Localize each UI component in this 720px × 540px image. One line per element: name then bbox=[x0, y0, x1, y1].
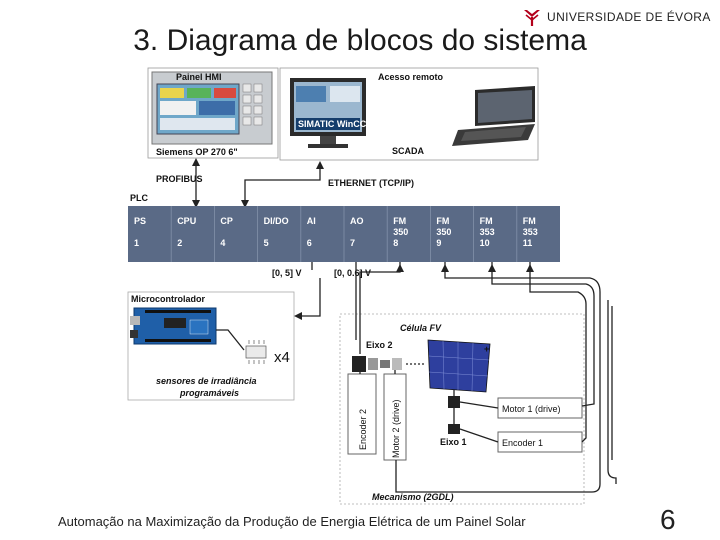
plc-module-slot: 7 bbox=[350, 238, 355, 248]
plc-module-name: CPU bbox=[177, 216, 196, 226]
university-logo: UNIVERSIDADE DE ÉVORA bbox=[522, 6, 711, 28]
plc-module-slot: 9 bbox=[436, 238, 441, 248]
remote-access-block: Acesso remoto SIMATIC WinCC SCADA bbox=[279, 67, 539, 161]
sensor-chip-icon bbox=[245, 340, 267, 364]
profibus-arrow-down-icon bbox=[192, 200, 200, 208]
plc-module-name: AI bbox=[307, 216, 316, 226]
fm-wiring bbox=[355, 262, 617, 493]
plc-module-slot: 6 bbox=[307, 238, 312, 248]
plc-module-slot: 8 bbox=[393, 238, 398, 248]
plc-module-name: DI/DO bbox=[264, 216, 289, 226]
slide-title: 3. Diagrama de blocos do sistema bbox=[133, 24, 587, 57]
hmi-model-label: Siemens OP 270 6" bbox=[156, 147, 238, 157]
microcontroller-block: Microcontrolador x4 sensores de irradiân… bbox=[127, 291, 295, 401]
sensors-label-line-1: sensores de irradiância bbox=[156, 376, 257, 386]
desktop-monitor-icon: SIMATIC WinCC bbox=[290, 78, 367, 148]
encoder2-label: Encoder 2 bbox=[358, 409, 368, 450]
profibus-arrow-up-icon bbox=[192, 158, 200, 166]
ethernet-arrow-up-icon bbox=[316, 161, 324, 169]
eixo2-motor-icon bbox=[352, 356, 366, 372]
plc-module-subname: 350 bbox=[393, 227, 408, 237]
plc-module-name: FM bbox=[436, 216, 449, 226]
sensor-link-line bbox=[216, 329, 245, 351]
page-number: 6 bbox=[660, 504, 676, 535]
university-emblem-icon bbox=[524, 10, 540, 26]
motor1-label: Motor 1 (drive) bbox=[502, 404, 561, 414]
ai-arrow-icon bbox=[294, 312, 302, 320]
solar-panel-icon bbox=[427, 339, 491, 393]
microcontroller-label: Microcontrolador bbox=[131, 294, 206, 304]
plc-module-name: FM bbox=[393, 216, 406, 226]
eixo1-motor-icon bbox=[448, 396, 460, 408]
sensors-label-line-2: programáveis bbox=[179, 388, 239, 398]
ethernet-line bbox=[244, 163, 321, 206]
ethernet-label: ETHERNET (TCP/IP) bbox=[328, 178, 414, 188]
university-logo-text: UNIVERSIDADE DE ÉVORA bbox=[547, 10, 711, 24]
mechanism-block: Célula FV Eixo 2 + Motor 1 (drive) Encod… bbox=[339, 313, 585, 505]
plc-label: PLC bbox=[130, 193, 149, 203]
plc-module-name: AO bbox=[350, 216, 364, 226]
plc-module-slot: 2 bbox=[177, 238, 182, 248]
eixo2-label: Eixo 2 bbox=[366, 340, 393, 350]
wincc-label: SIMATIC WinCC bbox=[298, 119, 367, 129]
plc-module-slot: 10 bbox=[480, 238, 490, 248]
ao-range-label: [0, 0.6] V bbox=[334, 268, 371, 278]
eixo1-label: Eixo 1 bbox=[440, 437, 467, 447]
plc-module-name: PS bbox=[134, 216, 146, 226]
plus-label: + bbox=[484, 344, 489, 354]
plc-module-slot: 11 bbox=[523, 238, 533, 248]
plc-module-name: CP bbox=[220, 216, 233, 226]
hmi-panel: Painel HMI Siemens OP 270 6" bbox=[147, 67, 279, 159]
plc-module-slot: 4 bbox=[220, 238, 225, 248]
encoder1-label: Encoder 1 bbox=[502, 438, 543, 448]
plc-module-slot: 1 bbox=[134, 238, 139, 248]
eixo1-encoder-icon bbox=[448, 424, 460, 434]
mechanism-label: Mecanismo (2GDL) bbox=[372, 492, 454, 502]
scada-label: SCADA bbox=[392, 146, 425, 156]
remote-access-label: Acesso remoto bbox=[378, 72, 444, 82]
ai-range-label: [0, 5] V bbox=[272, 268, 302, 278]
plc-module-subname: 350 bbox=[436, 227, 451, 237]
footer-text: Automação na Maximização da Produção de … bbox=[58, 514, 526, 529]
plc-rack: PS1CPU2CP4DI/DO5AI6AO7FM3508FM3509FM3531… bbox=[128, 206, 560, 262]
plc-module-name: FM bbox=[480, 216, 493, 226]
plc-module-subname: 353 bbox=[523, 227, 538, 237]
sensor-count-label: x4 bbox=[274, 349, 290, 366]
ethernet-arrow-down-icon bbox=[241, 200, 249, 208]
plc-module-subname: 353 bbox=[480, 227, 495, 237]
ai-to-microcontroller-line bbox=[296, 278, 321, 317]
plc-module-name: FM bbox=[523, 216, 536, 226]
laptop-icon bbox=[452, 86, 535, 146]
motor2-label: Motor 2 (drive) bbox=[391, 399, 401, 458]
cell-label: Célula FV bbox=[400, 323, 442, 333]
arduino-board-icon bbox=[130, 307, 217, 345]
profibus-label: PROFIBUS bbox=[156, 174, 203, 184]
plc-module-slot: 5 bbox=[264, 238, 269, 248]
hmi-label: Painel HMI bbox=[176, 72, 222, 82]
